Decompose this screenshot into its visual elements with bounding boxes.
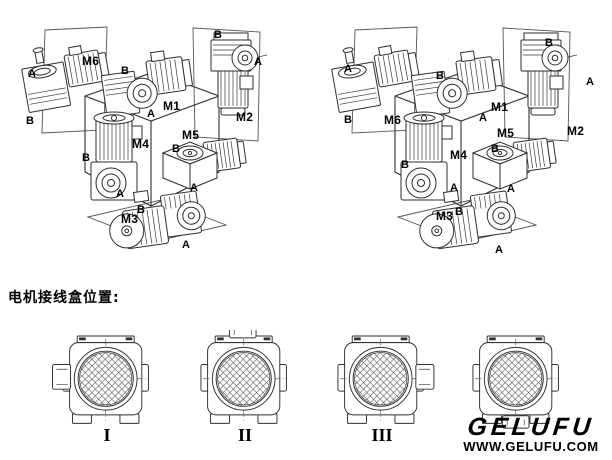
motor-front-position-1 [52, 335, 149, 424]
label-b-m6: B [26, 115, 34, 127]
label-b-m2: B [545, 37, 553, 49]
label-m5: M5 [182, 128, 200, 142]
motor-front-position-3 [337, 335, 435, 424]
label-b-m3: B [455, 206, 463, 218]
label-b-m4: B [82, 152, 90, 164]
junction-box-left [52, 364, 72, 390]
label-a-m2: A [586, 76, 594, 88]
motor-front-position-4 [472, 335, 559, 429]
brand-website: WWW.GELUFU.COM [463, 439, 599, 455]
label-b-m1: B [436, 70, 444, 82]
motor-front-position-2 [200, 330, 287, 424]
label-b-m5: B [172, 143, 180, 155]
mounting-diagram-right-art [327, 26, 578, 252]
label-m5: M5 [497, 126, 515, 140]
junction-box-row [52, 330, 559, 429]
position-label-1: I [103, 425, 111, 445]
label-b-m4: B [401, 159, 409, 171]
label-b-m6: B [344, 114, 352, 126]
label-m2: M2 [236, 110, 254, 124]
label-a-m1: A [479, 112, 487, 124]
label-m3: M3 [121, 212, 139, 226]
position-label-2: II [237, 425, 253, 445]
label-b-m5: B [491, 143, 499, 155]
label-a-m3: A [182, 239, 190, 251]
position-label-3: III [371, 425, 393, 445]
junction-box-right [415, 364, 435, 390]
label-a-m3: A [495, 244, 503, 256]
label-m3: M3 [436, 209, 454, 223]
label-a-m4: A [450, 182, 458, 194]
label-m2: M2 [567, 124, 585, 138]
label-a-m4: A [116, 188, 124, 200]
label-a-m2: A [254, 56, 262, 68]
label-a-m5: A [507, 183, 515, 195]
label-m6: M6 [384, 113, 402, 127]
label-b-m3: B [137, 204, 145, 216]
junction-box-heading: 电机接线盒位置: [8, 290, 120, 306]
label-b-m1: B [121, 65, 129, 77]
label-a-m6: A [344, 63, 352, 75]
junction-box-top [228, 330, 257, 339]
label-a-m5: A [190, 182, 198, 194]
label-m4: M4 [450, 148, 468, 162]
label-m1: M1 [163, 99, 181, 113]
label-m6: M6 [82, 54, 100, 68]
brand-name: GELUFU [466, 413, 596, 441]
label-b-m2: B [214, 29, 222, 41]
label-a-m6: A [28, 68, 36, 80]
mounting-diagram-left-art [17, 26, 268, 252]
junction-box-bottom [501, 415, 530, 429]
label-m1: M1 [491, 100, 509, 114]
label-m4: M4 [132, 137, 150, 151]
brand-logo: GELUFU WWW.GELUFU.COM [452, 413, 610, 455]
label-a-m1: A [147, 108, 155, 120]
mounting-diagram-left: A B M6 B M1 A B A M2 M4 B A M5 B A B M3 … [8, 4, 303, 276]
mounting-diagram-right: A B M6 B M1 A B A M2 M4 B A M5 B A M3 B … [318, 4, 612, 276]
